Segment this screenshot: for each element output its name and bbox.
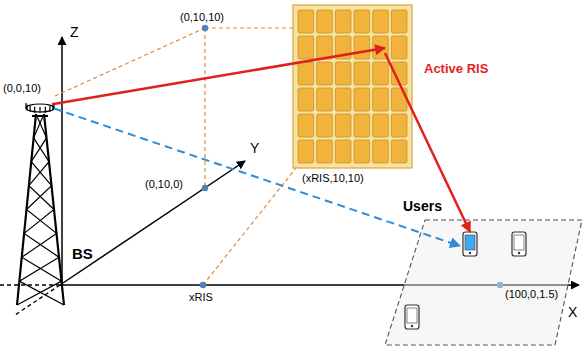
antenna-element <box>52 105 53 111</box>
ris-element <box>298 62 314 85</box>
antenna-element <box>49 106 50 112</box>
antenna-element <box>45 107 46 113</box>
node-title: Active RIS <box>424 62 488 77</box>
tower-bracing <box>19 114 64 305</box>
y-axis-negative <box>15 285 60 315</box>
ris-element <box>335 114 351 137</box>
ris-element <box>317 140 333 163</box>
phone-button <box>411 325 413 327</box>
ris-element <box>317 10 333 33</box>
antenna-element <box>30 106 31 112</box>
ris-element <box>354 36 370 59</box>
projection-line <box>203 168 296 285</box>
z-axis <box>61 37 63 285</box>
point-marker <box>202 185 208 191</box>
ris-element <box>335 36 351 59</box>
ris-element <box>354 140 370 163</box>
ris-element <box>373 62 389 85</box>
ris-element <box>373 114 389 137</box>
antenna-element <box>26 105 27 111</box>
phone-icon <box>405 305 419 329</box>
node-shape <box>12 100 96 312</box>
ris-element <box>391 114 407 137</box>
direct-link <box>54 108 460 246</box>
projection-line <box>205 27 293 28</box>
ris-element <box>391 36 407 59</box>
ris-panel-symbol <box>293 5 412 168</box>
coordinate-label: (100,0,1.5) <box>505 288 558 301</box>
ris-element <box>354 10 370 33</box>
ris-element <box>298 114 314 137</box>
ris-panel: Active RIS <box>293 5 412 168</box>
user-region-outline <box>385 220 582 345</box>
antenna-element <box>34 107 35 113</box>
ris-element <box>373 36 389 59</box>
user-area <box>385 220 582 345</box>
antenna-element <box>53 103 54 109</box>
x-axis-negative <box>0 284 60 285</box>
ris-element <box>373 88 389 111</box>
axis-label: X <box>568 304 577 320</box>
ris-element <box>298 140 314 163</box>
ris-element <box>373 140 389 163</box>
ris-element <box>391 10 407 33</box>
ris-element <box>391 140 407 163</box>
coordinate-label: (0,10,0) <box>145 178 183 191</box>
ris-board <box>293 5 412 168</box>
ris-element <box>335 62 351 85</box>
antenna-array <box>26 104 54 112</box>
ris-element <box>298 10 314 33</box>
phone-screen <box>407 308 417 323</box>
ris-element <box>298 88 314 111</box>
axis-label: Y <box>250 140 259 156</box>
coordinate-label: (0,0,10) <box>3 82 41 95</box>
ris-element <box>317 62 333 85</box>
projection-line <box>204 28 205 188</box>
ris-element <box>298 36 314 59</box>
ris-element <box>354 114 370 137</box>
coordinate-label: xRIS <box>189 291 213 304</box>
coordinate-label: (xRIS,10,10) <box>302 172 364 185</box>
ris-element <box>317 114 333 137</box>
phone-button <box>518 252 520 254</box>
phone-screen <box>465 235 475 250</box>
axis-label: Z <box>70 24 79 40</box>
ris-element <box>391 88 407 111</box>
point-marker <box>202 25 208 31</box>
antenna-element <box>39 107 40 113</box>
phone-button <box>469 252 471 254</box>
antenna-element <box>25 103 26 109</box>
node-shape <box>293 5 412 168</box>
phone-icon <box>512 232 526 256</box>
coordinate-label: (0,10,10) <box>180 11 224 24</box>
phone-screen <box>514 235 524 250</box>
user-region: Users <box>383 196 585 348</box>
phone-icon <box>463 232 477 256</box>
ris-element <box>335 88 351 111</box>
base-station: BS <box>12 100 96 312</box>
node-title: BS <box>72 245 93 262</box>
ris-element <box>317 88 333 111</box>
point-marker <box>200 282 206 288</box>
reflected-link <box>385 53 470 232</box>
node-shape <box>383 196 585 348</box>
tower-top <box>32 115 48 117</box>
ris-element <box>354 62 370 85</box>
ris-element <box>335 140 351 163</box>
tower-symbol <box>17 103 64 305</box>
ris-element <box>335 10 351 33</box>
ris-element <box>354 88 370 111</box>
ris-element <box>317 36 333 59</box>
ris-element <box>373 10 389 33</box>
node-title: Users <box>403 198 442 214</box>
ris-element <box>391 62 407 85</box>
